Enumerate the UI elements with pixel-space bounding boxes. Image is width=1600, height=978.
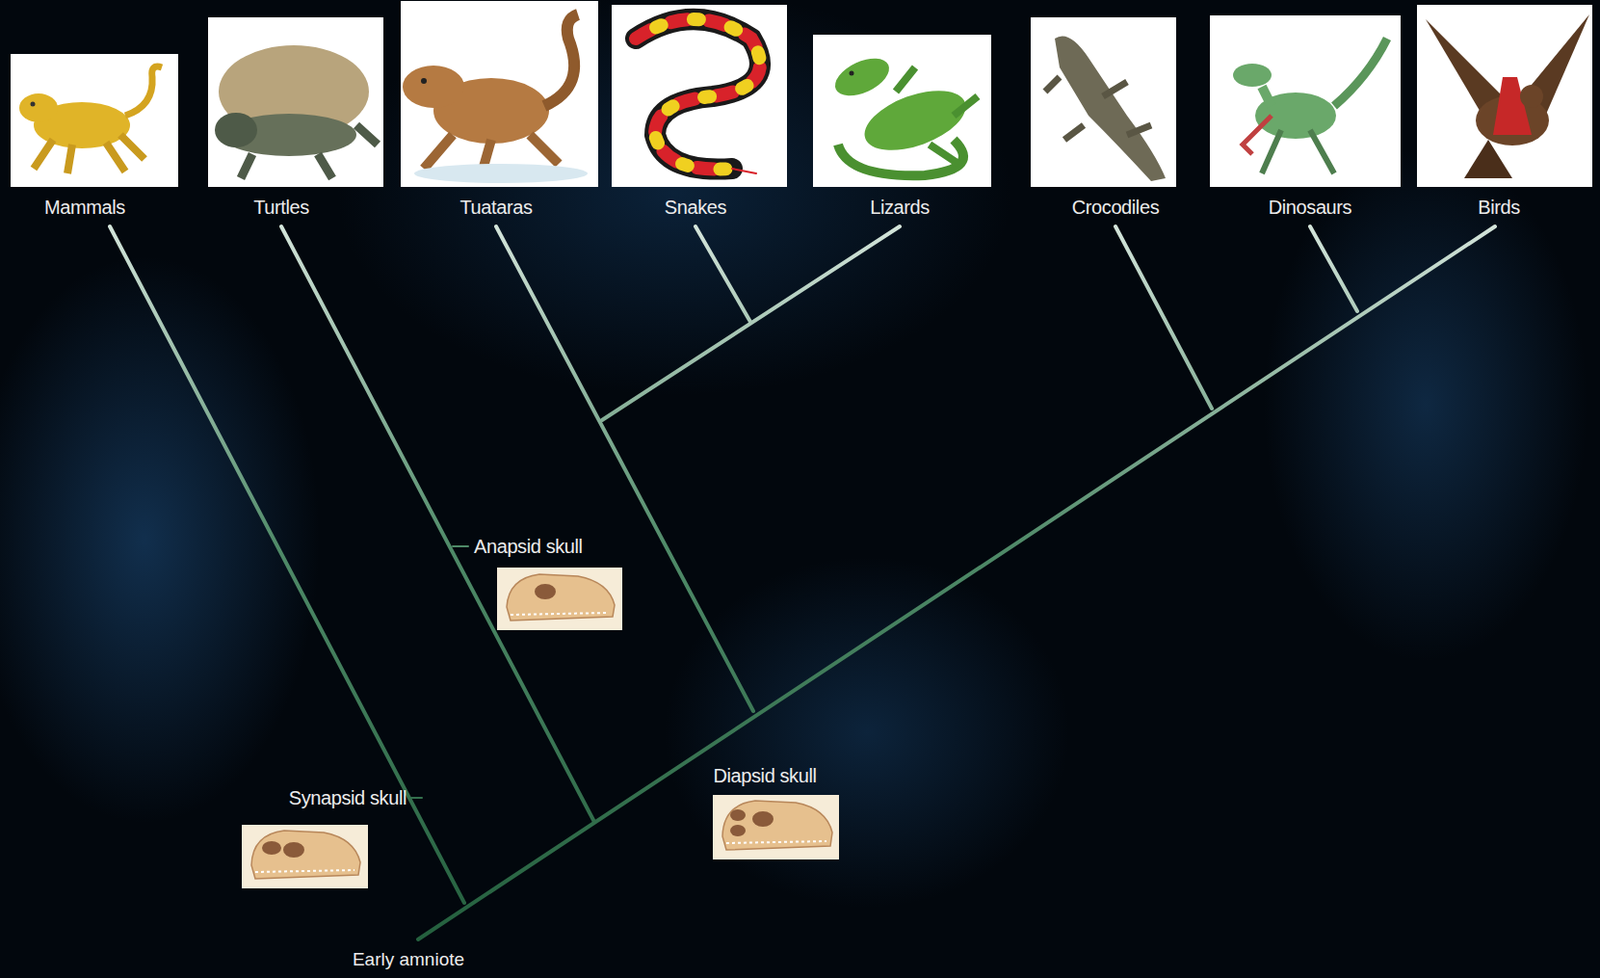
- taxon-label: Mammals: [44, 195, 126, 219]
- taxon-label: Lizards: [869, 195, 930, 219]
- taxon-label: Crocodiles: [1072, 195, 1159, 219]
- dinosaur-figure: [1232, 38, 1388, 174]
- taxon-label: Birds: [1477, 195, 1521, 219]
- picture-frames: [10, 0, 1593, 187]
- mammal-figure: [19, 66, 162, 174]
- crocodile-figure: [1045, 36, 1166, 183]
- taxon-picture: Crocodiles: [1030, 17, 1177, 187]
- taxon-picture: Birds: [1416, 4, 1593, 187]
- skull-pictures: [241, 567, 840, 889]
- taxon-picture: Dinosaurs: [1209, 15, 1401, 187]
- turtle-figure: [214, 45, 378, 179]
- taxon-label: Anapsid skull: [473, 534, 583, 558]
- taxon-picture: Mammals: [10, 53, 179, 187]
- taxon-label: Diapsid skull: [712, 763, 816, 787]
- skull-picture: Synapsid skull: [241, 824, 368, 889]
- skull-picture: Anapsid skull: [497, 567, 623, 630]
- taxon-label: Tuataras: [460, 195, 533, 219]
- taxon-label: Synapsid skull: [288, 786, 407, 810]
- taxon-label: Dinosaurs: [1268, 195, 1352, 219]
- taxon-picture: Tuataras: [400, 0, 599, 187]
- bird-figure: [1425, 14, 1590, 179]
- root-label: Early amniote: [352, 948, 465, 971]
- taxon-picture: Turtles: [208, 17, 384, 187]
- skull-picture: Diapsid skull: [712, 794, 840, 860]
- taxon-label: Snakes: [664, 195, 727, 219]
- lizard-figure: [829, 51, 978, 176]
- tree-branches: [109, 226, 1496, 940]
- tuatara-figure: [402, 14, 588, 184]
- taxon-picture: Snakes: [611, 4, 787, 187]
- taxon-label: Turtles: [253, 195, 310, 219]
- taxon-picture: Lizards: [813, 34, 992, 187]
- snake-figure: [635, 19, 761, 174]
